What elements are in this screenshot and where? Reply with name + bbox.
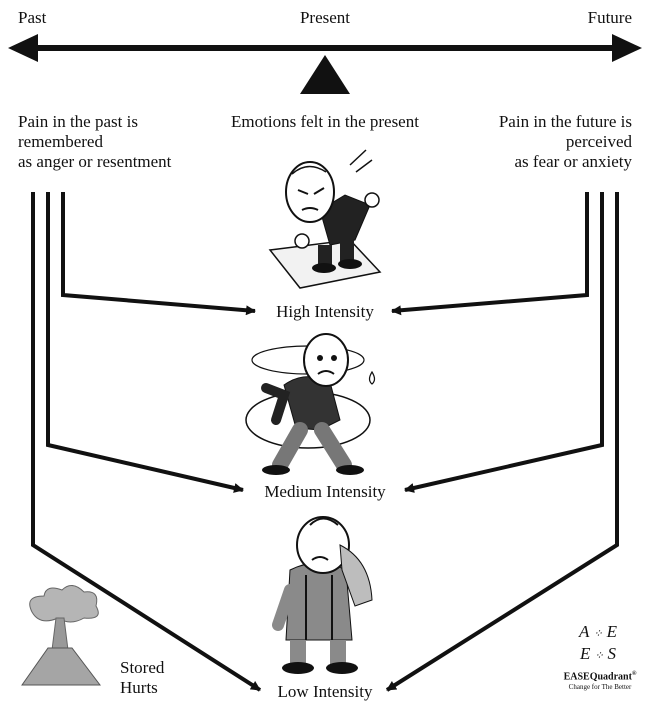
past-label: Past [18, 8, 47, 27]
logo-name: EASEQuadrant® [555, 668, 645, 683]
angry-man-figure [268, 149, 382, 289]
past-description-line-2: remembered [18, 132, 103, 151]
future-description: Pain in the future is perceived as fear … [499, 112, 632, 172]
crying-man-figure [272, 516, 373, 674]
future-description-line-3: as fear or anxiety [514, 152, 632, 171]
logo-letter-a: A [579, 622, 594, 641]
past-connectors [31, 192, 262, 692]
past-description: Pain in the past is remembered as anger … [18, 112, 171, 172]
stored-hurts-line-1: Stored [120, 658, 165, 677]
easequadrant-logo: A⁘E E⁘S EASEQuadrant® Change for The Bet… [555, 622, 645, 692]
past-description-line-3: as anger or resentment [18, 152, 172, 171]
future-connectors [385, 192, 619, 692]
logo-letters-top: A⁘E [579, 622, 621, 641]
high-intensity-label: High Intensity [276, 302, 374, 321]
stored-hurts-line-2: Hurts [120, 678, 158, 697]
medium-intensity-label: Medium Intensity [264, 482, 386, 501]
logo-name-text: EASEQuadrant [563, 671, 632, 683]
logo-letter-e-bottom: E [579, 644, 595, 663]
worried-man-figure [245, 333, 376, 475]
future-label: Future [587, 8, 632, 27]
logo-registered-mark: ® [631, 671, 637, 677]
present-label: Present [299, 8, 351, 27]
future-description-line-1: Pain in the future is [498, 112, 632, 131]
present-fulcrum-triangle [300, 55, 350, 94]
logo-letters-bottom: E⁘S [579, 644, 621, 663]
future-description-line-2: perceived [565, 132, 632, 151]
volcano-mushroom-cloud-icon [21, 585, 102, 686]
past-description-line-1: Pain in the past is [18, 112, 138, 131]
logo-letter-s: S [607, 644, 621, 663]
timeline-arrow [8, 34, 642, 94]
present-description: Emotions felt in the present [231, 112, 419, 131]
stored-hurts-label: Stored Hurts [120, 658, 164, 698]
low-intensity-label: Low Intensity [277, 682, 373, 701]
logo-tagline: Change for The Better [568, 683, 632, 692]
logo-letter-e-top: E [606, 622, 621, 641]
